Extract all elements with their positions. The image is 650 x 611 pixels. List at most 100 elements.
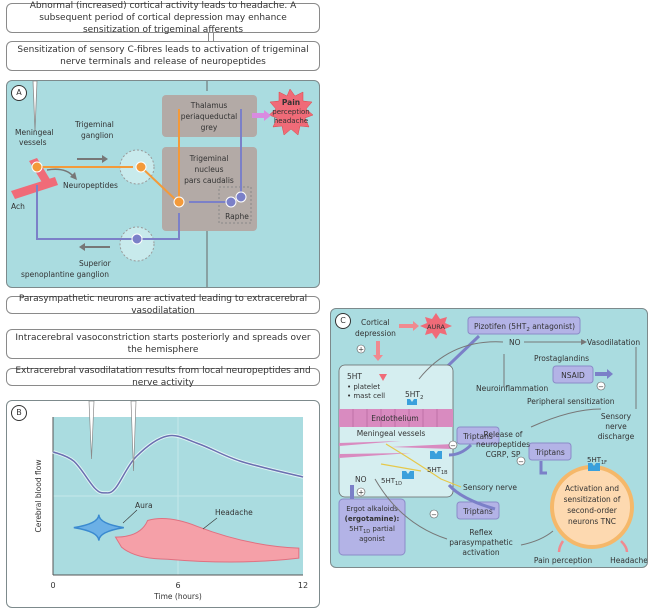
- endothelium: [339, 409, 453, 427]
- minus-sign: −: [450, 442, 456, 450]
- caption-vasodilatation: Extracerebral vasodilatation results fro…: [6, 366, 320, 388]
- ergot-ht: 5HT: [349, 525, 364, 533]
- headache-c-label: Headache: [610, 556, 648, 565]
- raphe-label: Raphe: [225, 212, 249, 221]
- ganglion-label: ganglion: [81, 131, 114, 140]
- aura-shape: [73, 514, 124, 541]
- thalamus-label: grey: [201, 123, 218, 132]
- caption-sensitization-text: Sensitization of sensory C-fibres leads …: [17, 45, 309, 67]
- blood-flow-line: [52, 434, 304, 494]
- 5ht1b-label: 5HT1B: [427, 466, 448, 476]
- 5ht1b-text: 5HT: [427, 466, 442, 474]
- triptans-label: Triptans: [534, 448, 565, 457]
- 5ht1b-receptor: [430, 451, 442, 459]
- minus-icon: [596, 381, 606, 391]
- aura-burst: [420, 313, 452, 339]
- pizotifen-end: antagonist): [530, 322, 575, 331]
- sensory-nerve-branch: [380, 463, 422, 472]
- panel-c: Cortical depression AURA + Pizotifen (5H…: [330, 308, 648, 568]
- panel-a-diagram: Thalamus periaqueductal grey Pain percep…: [11, 81, 314, 287]
- activation-label: Activation and: [565, 484, 619, 493]
- aura-label: Aura: [135, 501, 153, 510]
- endothelium-cells: [352, 409, 438, 427]
- nucleus-label: Trigeminal: [189, 154, 229, 163]
- callout-pointer: [130, 401, 137, 472]
- callout-pointer: [32, 81, 38, 132]
- 5ht1f-text: 5HT: [587, 456, 602, 464]
- minus-sign: −: [598, 383, 604, 391]
- reflex-to-no-line: [374, 478, 448, 540]
- meningeal-vessels-label: Meningeal vessels: [357, 429, 426, 438]
- pain-burst: [268, 88, 314, 136]
- panel-a: Thalamus periaqueductal grey Pain percep…: [6, 80, 320, 288]
- pain-perception-label: Pain perception: [534, 556, 592, 565]
- blue-neuron: [225, 196, 237, 208]
- headache-leader: [202, 517, 218, 530]
- panel-b: Aura Headache 0 6 12 Time (hours) Cerebr…: [6, 400, 320, 608]
- 5ht1d-sub: 1D: [395, 481, 402, 487]
- no-bottom-label: NO: [355, 475, 367, 484]
- blue-axon: [36, 185, 180, 240]
- release-label: Release of: [484, 430, 523, 439]
- ganglion-label: Trigeminal: [74, 120, 114, 129]
- aura-leader: [122, 509, 138, 524]
- 5ht-label: 5HT: [347, 372, 362, 381]
- x-tick-label: 6: [175, 581, 180, 590]
- sensory-nerve: [385, 443, 462, 488]
- arrow-pain: [557, 540, 565, 553]
- plus-sign: +: [358, 489, 364, 497]
- aura-burst-label: AURA: [427, 323, 445, 331]
- arrow-head: [79, 243, 85, 251]
- 5ht2-receptor: [407, 399, 417, 405]
- vessel-box: [338, 364, 454, 498]
- arrow-head: [102, 155, 108, 163]
- 5ht2-text: 5HT: [405, 390, 420, 399]
- arrow-head: [607, 369, 613, 379]
- panel-c-diagram: Cortical depression AURA + Pizotifen (5H…: [338, 313, 648, 565]
- triptans-box-2: [528, 442, 572, 461]
- vessel-stripe: [339, 453, 411, 458]
- activation-label: second-order: [567, 506, 618, 515]
- arrow-headache: [620, 540, 629, 553]
- arrow-to-aura: [399, 324, 413, 328]
- pain-burst-label: headache: [274, 117, 308, 125]
- thalamus-label: periaqueductal: [181, 112, 238, 121]
- caption-vasoconstriction-text: Intracerebral vasoconstriction starts po…: [15, 333, 311, 355]
- pizotifen-box: [467, 316, 581, 335]
- 5ht1b-sub: 1B: [441, 470, 448, 476]
- caption-parasympathetic-text: Parasympathetic neurons are activated le…: [18, 294, 308, 316]
- minus-sign: −: [518, 458, 524, 466]
- plus-icon: [356, 487, 366, 497]
- plus-icon: [356, 344, 366, 354]
- nucleus-label: nucleus: [195, 165, 224, 174]
- neuroinflammation-label: Neuroinflammation: [476, 384, 548, 393]
- pizotifen-label: Pizotifen (5HT2 antagonist): [474, 322, 575, 333]
- caption-parasympathetic: Parasympathetic neurons are activated le…: [6, 294, 320, 316]
- arrow-to-pain: [252, 113, 264, 118]
- triptans-arrow: [448, 443, 473, 457]
- headache-label: Headache: [215, 508, 253, 517]
- pizotifen-sub: 2: [526, 327, 530, 333]
- minus-icon: [516, 456, 526, 466]
- arrow-down: [376, 341, 380, 355]
- connector: [208, 33, 214, 41]
- thalamus-label: Thalamus: [190, 101, 228, 110]
- nsaid-box: [552, 365, 594, 384]
- callout-pointer: [88, 401, 95, 460]
- no-top-label: NO: [509, 338, 521, 347]
- nsaid-arrow: [595, 372, 607, 376]
- ergot-box: [338, 498, 406, 556]
- caption-sensitization: Sensitization of sensory C-fibres leads …: [6, 41, 320, 71]
- arrow-head: [70, 172, 77, 180]
- orange-neuron: [173, 196, 185, 208]
- nucleus-label: pars caudalis: [184, 176, 234, 185]
- ergot-label: agonist: [359, 535, 385, 543]
- arrow-head: [413, 321, 419, 331]
- discharge-label: nerve: [605, 422, 627, 431]
- arrow-discharge-release: [530, 408, 602, 428]
- minus-icon: [429, 509, 439, 519]
- cortical-depression-label: Cortical: [361, 318, 390, 327]
- superior-label: Superior: [79, 259, 112, 268]
- platelet-label: • platelet: [347, 383, 380, 391]
- x-tick-label: 0: [50, 581, 55, 590]
